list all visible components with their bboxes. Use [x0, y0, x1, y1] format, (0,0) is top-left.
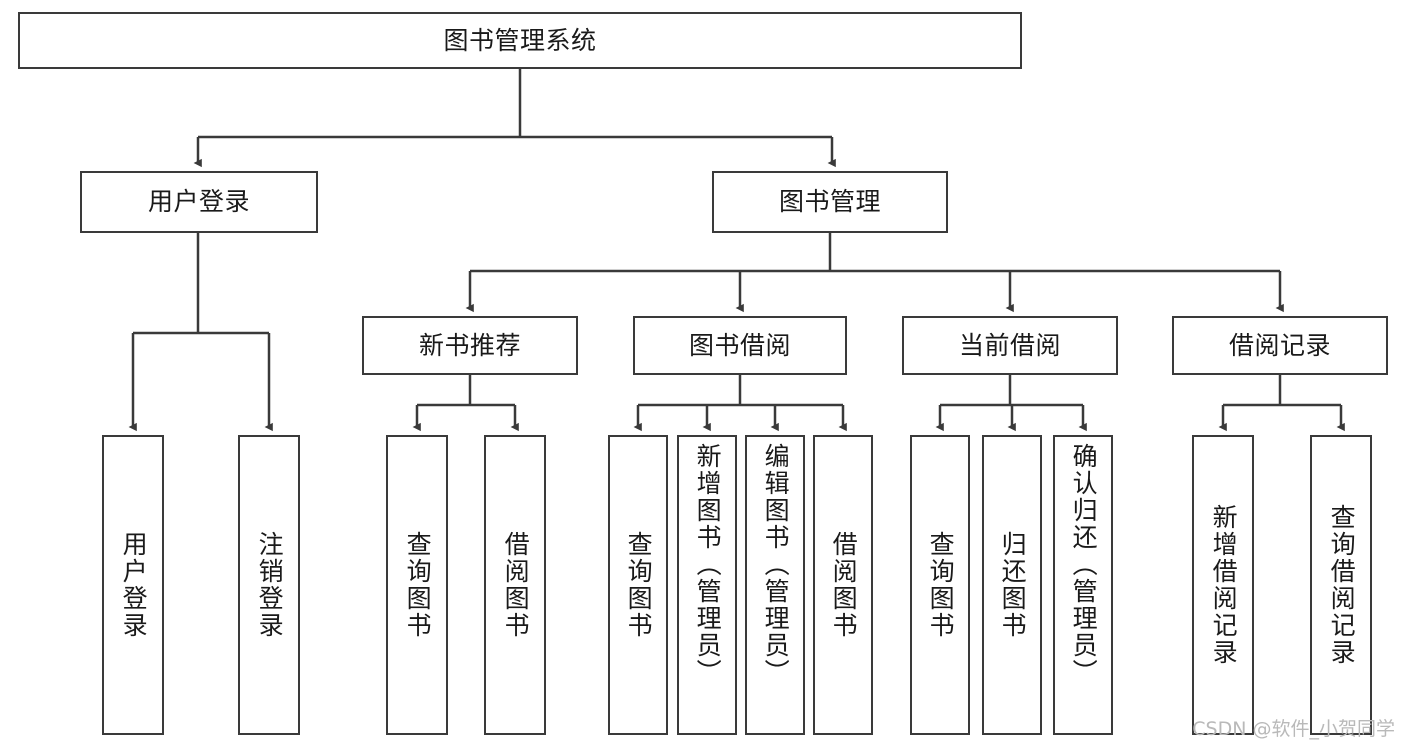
node-leaf-query-book-current[interactable]: 查询图书 [910, 435, 970, 735]
node-current-borrow[interactable]: 当前借阅 [902, 316, 1118, 375]
node-borrow-record[interactable]: 借阅记录 [1172, 316, 1388, 375]
node-leaf-edit-book[interactable]: 编辑图书（管理员） [745, 435, 805, 735]
watermark: CSDN @软件_小贺同学 [1192, 718, 1395, 740]
node-book-management-label: 图书管理 [778, 187, 881, 216]
node-leaf-query-book-new-label: 查询图书 [403, 531, 433, 639]
node-root[interactable]: 图书管理系统 [18, 12, 1022, 69]
node-leaf-add-book-label: 新增图书（管理员） [693, 443, 723, 686]
node-leaf-add-book[interactable]: 新增图书（管理员） [677, 435, 737, 735]
node-leaf-query-borrow-record-label: 查询借阅记录 [1327, 504, 1357, 666]
node-leaf-query-book-new[interactable]: 查询图书 [386, 435, 448, 735]
node-leaf-logout-label: 注销登录 [255, 531, 285, 639]
node-borrow-record-label: 借阅记录 [1228, 330, 1331, 360]
node-leaf-query-borrow-record[interactable]: 查询借阅记录 [1310, 435, 1372, 735]
node-book-borrow[interactable]: 图书借阅 [633, 316, 847, 375]
node-leaf-confirm-return-label: 确认归还（管理员） [1069, 443, 1099, 686]
node-leaf-query-book-current-label: 查询图书 [926, 531, 956, 639]
node-leaf-user-login-label: 用户登录 [119, 531, 149, 639]
node-leaf-add-borrow-record[interactable]: 新增借阅记录 [1192, 435, 1254, 735]
node-leaf-confirm-return[interactable]: 确认归还（管理员） [1053, 435, 1113, 735]
node-leaf-borrow-book-new-label: 借阅图书 [501, 531, 531, 639]
node-user-login[interactable]: 用户登录 [80, 171, 318, 233]
node-book-borrow-label: 图书借阅 [688, 330, 791, 360]
node-leaf-borrow-book-new[interactable]: 借阅图书 [484, 435, 546, 735]
node-leaf-add-borrow-record-label: 新增借阅记录 [1209, 504, 1239, 666]
node-new-book-recommend-label: 新书推荐 [418, 330, 521, 360]
node-leaf-return-book[interactable]: 归还图书 [982, 435, 1042, 735]
node-book-management[interactable]: 图书管理 [712, 171, 948, 233]
node-root-label: 图书管理系统 [443, 25, 597, 55]
node-leaf-edit-book-label: 编辑图书（管理员） [761, 443, 791, 686]
node-leaf-query-book-borrow-label: 查询图书 [624, 531, 654, 639]
node-current-borrow-label: 当前借阅 [958, 330, 1061, 360]
node-leaf-query-book-borrow[interactable]: 查询图书 [608, 435, 668, 735]
node-leaf-user-login[interactable]: 用户登录 [102, 435, 164, 735]
node-leaf-borrow-book[interactable]: 借阅图书 [813, 435, 873, 735]
node-leaf-borrow-book-label: 借阅图书 [829, 531, 859, 639]
node-leaf-return-book-label: 归还图书 [998, 531, 1028, 639]
node-leaf-logout[interactable]: 注销登录 [238, 435, 300, 735]
node-new-book-recommend[interactable]: 新书推荐 [362, 316, 578, 375]
node-user-login-label: 用户登录 [147, 187, 250, 216]
